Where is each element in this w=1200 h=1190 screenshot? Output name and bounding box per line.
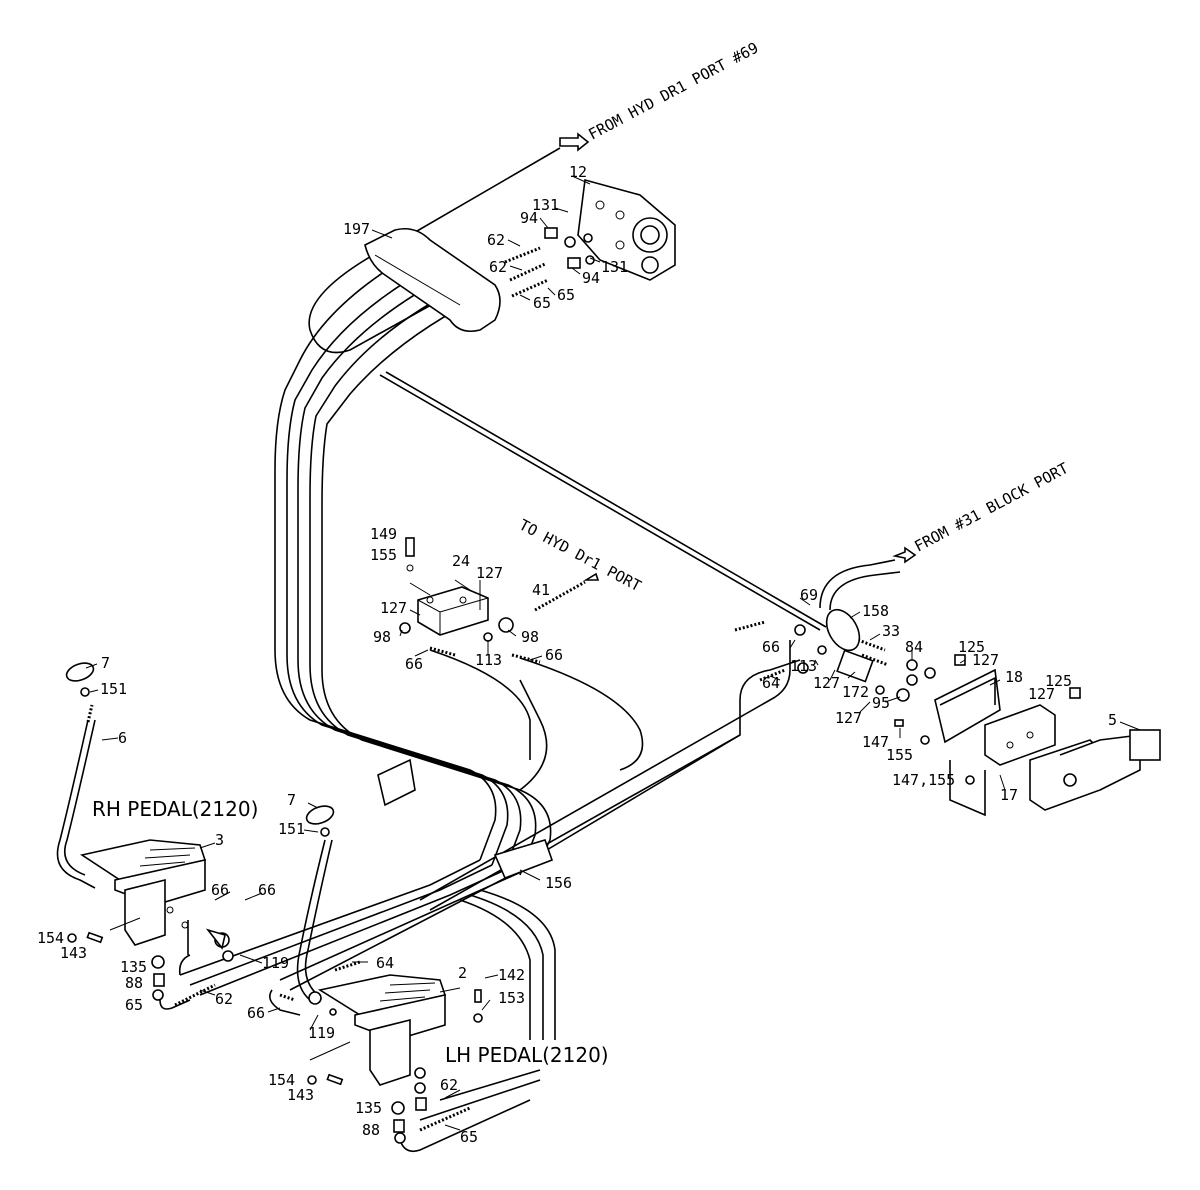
callout-135: 135 (355, 1099, 382, 1117)
callout-127: 127 (835, 709, 862, 727)
callout-149: 149 (370, 525, 397, 543)
callout-12: 12 (569, 163, 587, 181)
callout-119: 119 (262, 954, 289, 972)
callout-66: 66 (258, 881, 276, 899)
callout-158: 158 (862, 602, 889, 620)
clamp-197 (364, 227, 501, 333)
callout-155: 155 (886, 746, 913, 764)
label-lh-pedal: LH PEDAL(2120) (445, 1043, 609, 1067)
callout-17: 17 (1000, 786, 1018, 804)
callout-7: 7 (287, 791, 296, 809)
callout-numbers: 12 197 131 94 62 62 131 94 65 65 149 155… (37, 163, 1117, 1146)
callout-143: 143 (60, 944, 87, 962)
label-rh-pedal: RH PEDAL(2120) (92, 797, 258, 821)
callout-154: 154 (37, 929, 64, 947)
callout-113: 113 (475, 651, 502, 669)
callout-62: 62 (440, 1076, 458, 1094)
callout-98: 98 (373, 628, 391, 646)
callout-197: 197 (343, 220, 370, 238)
callout-88: 88 (125, 974, 143, 992)
callout-95: 95 (872, 694, 890, 712)
callout-125: 125 (1045, 672, 1072, 690)
callout-153: 153 (498, 989, 525, 1007)
callout-2: 2 (458, 964, 467, 982)
callout-66: 66 (545, 646, 563, 664)
callout-125: 125 (958, 638, 985, 656)
callout-69: 69 (800, 586, 818, 604)
callout-88: 88 (362, 1121, 380, 1139)
callout-172: 172 (842, 683, 869, 701)
callout-41: 41 (532, 581, 550, 599)
callout-84: 84 (905, 638, 923, 656)
callout-147-155: 147,155 (892, 771, 955, 789)
callout-131: 131 (601, 258, 628, 276)
callout-65: 65 (557, 286, 575, 304)
callout-135: 135 (120, 958, 147, 976)
callout-151: 151 (278, 820, 305, 838)
callout-66: 66 (247, 1004, 265, 1022)
lh-pedal (269, 805, 483, 1144)
callout-94: 94 (520, 209, 538, 227)
callout-24: 24 (452, 552, 470, 570)
callout-156: 156 (545, 874, 572, 892)
callout-64: 64 (762, 674, 780, 692)
callout-155: 155 (370, 546, 397, 564)
callout-3: 3 (215, 831, 224, 849)
callout-119: 119 (308, 1024, 335, 1042)
callout-94: 94 (582, 269, 600, 287)
callout-5: 5 (1108, 711, 1117, 729)
callout-147: 147 (862, 733, 889, 751)
callout-6: 6 (118, 729, 127, 747)
callout-65: 65 (460, 1128, 478, 1146)
callout-65: 65 (125, 996, 143, 1014)
callout-127: 127 (813, 674, 840, 692)
callout-127: 127 (1028, 685, 1055, 703)
callout-66: 66 (211, 881, 229, 899)
callout-143: 143 (287, 1086, 314, 1104)
callout-62: 62 (487, 231, 505, 249)
callout-98: 98 (521, 628, 539, 646)
callout-127: 127 (972, 651, 999, 669)
callout-33: 33 (882, 622, 900, 640)
callout-64: 64 (376, 954, 394, 972)
leader-lines (85, 175, 1141, 1131)
rh-pedal (56, 662, 234, 1010)
callout-62: 62 (215, 990, 233, 1008)
callout-18: 18 (1005, 668, 1023, 686)
callout-66: 66 (405, 655, 423, 673)
block-24 (399, 537, 600, 664)
callout-131: 131 (532, 196, 559, 214)
callout-154: 154 (268, 1071, 295, 1089)
callout-127: 127 (380, 599, 407, 617)
callout-142: 142 (498, 966, 525, 984)
note-from-31-block-port: FROM #31 BLOCK PORT (911, 459, 1071, 555)
callout-66: 66 (762, 638, 780, 656)
callout-113: 113 (790, 657, 817, 675)
callout-65: 65 (533, 294, 551, 312)
callout-151: 151 (100, 680, 127, 698)
note-from-hyd-port-69: FROM HYD DR1 PORT #69 (585, 39, 761, 144)
valve-block-12 (504, 132, 676, 298)
clamp-156 (377, 758, 554, 880)
brake-valve-assembly (734, 546, 1161, 817)
callout-7: 7 (101, 654, 110, 672)
callout-62: 62 (489, 258, 507, 276)
callout-127: 127 (476, 564, 503, 582)
